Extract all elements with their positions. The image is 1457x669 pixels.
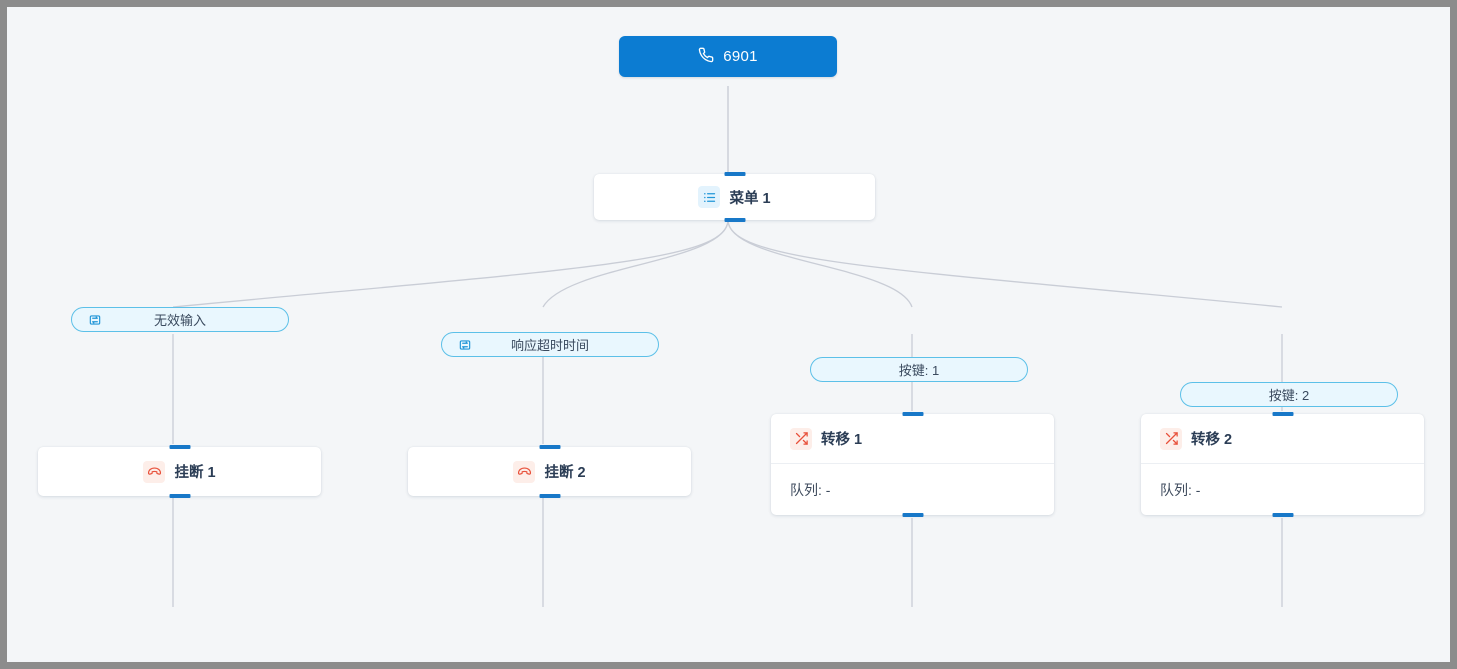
branch-label: 无效输入: [153, 313, 206, 328]
transfer-header: 转移 2: [1141, 414, 1424, 463]
handle-target-top[interactable]: [1272, 412, 1293, 416]
handle-target-top[interactable]: [539, 445, 560, 449]
branch-label: 按键: 1: [898, 363, 940, 378]
hangup-phone-icon: [143, 460, 166, 483]
handle-target-top[interactable]: [724, 172, 745, 176]
loop-repeat-icon: [458, 338, 472, 352]
list-menu-icon: [698, 186, 721, 208]
hangup-phone-icon: [513, 460, 536, 483]
node-hangup-1[interactable]: 挂断 1: [38, 445, 321, 498]
node-menu-1[interactable]: 菜单 1: [594, 172, 875, 222]
transfer-shuffle-icon: [790, 427, 812, 450]
node-entry-6901[interactable]: 6901: [619, 36, 837, 77]
branch-pill-response-timeout[interactable]: 响应超时时间: [441, 332, 659, 357]
handle-target-top[interactable]: [902, 412, 923, 416]
menu-header: 菜单 1: [594, 174, 875, 220]
handle-target-top[interactable]: [169, 445, 190, 449]
hangup-header: 挂断 1: [38, 447, 321, 496]
branch-label: 按键: 2: [1268, 388, 1310, 403]
transfer-queue-row: 队列: -: [1141, 463, 1424, 516]
menu-title: 菜单 1: [729, 190, 771, 207]
transfer-queue-label: 队列: -: [790, 482, 831, 498]
node-hangup-2[interactable]: 挂断 2: [408, 445, 691, 498]
transfer-queue-row: 队列: -: [771, 463, 1054, 516]
entry-label: 6901: [723, 48, 758, 65]
branch-pill-invalid-input[interactable]: 无效输入: [71, 307, 289, 332]
branch-pill-key-1[interactable]: 按键: 1: [810, 357, 1028, 382]
branch-label: 响应超时时间: [510, 338, 589, 353]
transfer-shuffle-icon: [1160, 427, 1182, 450]
transfer-title: 转移 2: [1191, 432, 1233, 448]
handle-source-bottom[interactable]: [902, 513, 923, 517]
edge-layer: [172, 86, 1283, 607]
hangup-header: 挂断 2: [408, 447, 691, 496]
handle-source-bottom[interactable]: [1272, 513, 1293, 517]
transfer-header: 转移 1: [771, 414, 1054, 463]
transfer-queue-label: 队列: -: [1160, 482, 1201, 498]
node-transfer-2[interactable]: 转移 2 队列: -: [1141, 412, 1424, 517]
transfer-title: 转移 1: [821, 432, 863, 448]
handle-source-bottom[interactable]: [169, 494, 190, 498]
hangup-title: 挂断 2: [544, 465, 586, 481]
node-transfer-1[interactable]: 转移 1 队列: -: [771, 412, 1054, 517]
hangup-title: 挂断 1: [174, 465, 216, 481]
loop-repeat-icon: [88, 313, 102, 327]
handle-source-bottom[interactable]: [539, 494, 560, 498]
phone-icon: [698, 47, 714, 67]
flow-canvas[interactable]: 6901 菜单 1: [7, 7, 1450, 662]
branch-pill-key-2[interactable]: 按键: 2: [1180, 382, 1398, 407]
handle-source-bottom[interactable]: [724, 218, 745, 222]
